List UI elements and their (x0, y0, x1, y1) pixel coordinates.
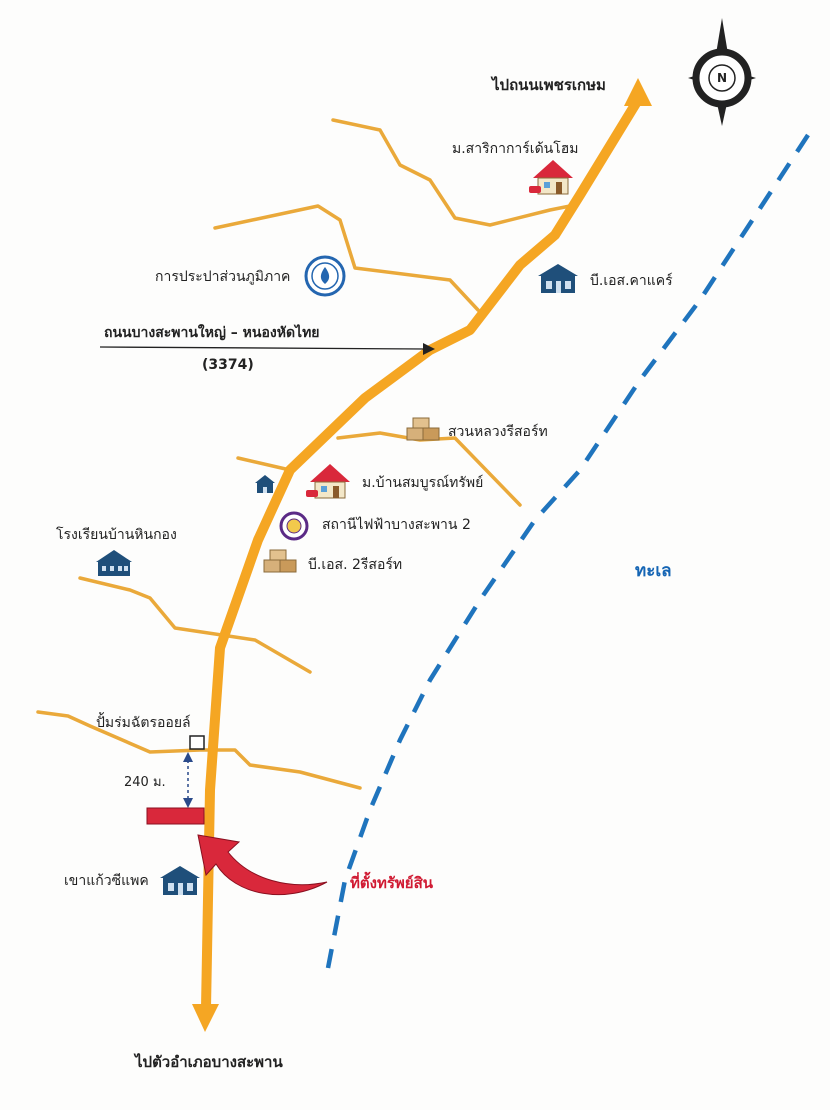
label-sea: ทะเล (635, 561, 672, 581)
side-road-gas (36, 710, 362, 790)
boxes-icon (406, 417, 440, 441)
label-power-station: สถานีไฟฟ้าบางสะพาน 2 (322, 517, 471, 533)
label-to-phetkasem: ไปถนนเพชรเกษม (492, 76, 606, 94)
compass-n-label: N (716, 71, 728, 85)
label-distance: 240 ม. (124, 775, 166, 790)
boxes-icon (263, 549, 297, 573)
compass-icon (688, 18, 756, 126)
side-road-school (78, 576, 312, 674)
gas-station-icon (189, 735, 205, 750)
property-arrow-icon (197, 834, 328, 895)
property-marker (146, 807, 205, 825)
side-road-left-upper (236, 456, 292, 472)
label-ban-somboon: ม.บ้านสมบูรณ์ทรัพย์ (362, 475, 484, 491)
label-road-number: (3374) (202, 357, 254, 373)
label-waterworks: การประปาส่วนภูมิภาค (155, 269, 291, 285)
label-road-name: ถนนบางสะพานใหญ่ – หนองหัดไทย (104, 325, 320, 341)
label-bs-carcare: บี.เอส.คาแคร์ (590, 273, 673, 289)
coastline (325, 133, 810, 969)
road-arrow-south (192, 1004, 219, 1032)
distance-indicator (183, 752, 193, 808)
house-icon (255, 475, 275, 493)
label-sarika-home: ม.สาริกาการ์เด้นโฮม (452, 141, 579, 157)
house-icon (538, 264, 578, 293)
side-road-sarika (331, 118, 577, 227)
label-khao-kaew: เขาแก้วซีแพค (64, 873, 149, 889)
label-suan-luang: สวนหลวงรีสอร์ท (448, 424, 548, 440)
house-icon (306, 464, 350, 499)
label-gas-station: ปั้มร่มฉัตรออยล์ (96, 715, 191, 731)
road-name-pointer (99, 343, 435, 355)
road-arrow-north (624, 78, 652, 106)
school-icon (96, 550, 132, 576)
label-to-bang-saphan: ไปตัวอำเภอบางสะพาน (135, 1053, 283, 1071)
main-road (192, 78, 652, 1032)
side-road-waterworks (213, 204, 480, 312)
waterworks-logo-icon (304, 255, 346, 297)
label-school: โรงเรียนบ้านหินกอง (56, 527, 177, 543)
side-road-suanluang (336, 431, 522, 507)
house-icon (160, 866, 200, 895)
label-property-location: ที่ตั้งทรัพย์สิน (350, 874, 433, 892)
label-bs2-resort: บี.เอส. 2รีสอร์ท (308, 557, 403, 573)
power-station-logo-icon (279, 511, 309, 541)
house-icon (529, 160, 573, 195)
